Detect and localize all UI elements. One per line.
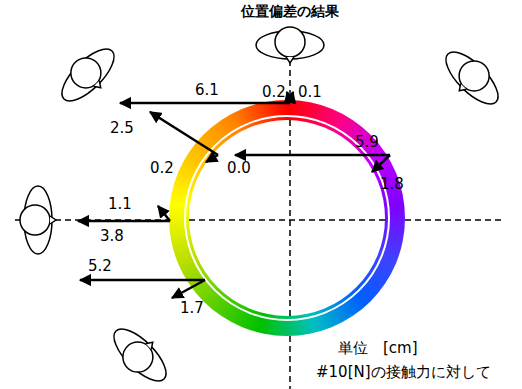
person-heads bbox=[20, 27, 509, 389]
deviation-arrows bbox=[78, 92, 390, 298]
ring-line bbox=[185, 116, 389, 320]
deviation-value: 5.9 bbox=[355, 134, 379, 151]
deviation-value: 5.2 bbox=[88, 258, 112, 275]
condition-note: #10[N]の接触力に対して bbox=[316, 364, 491, 381]
deviation-value: 0.1 bbox=[298, 84, 322, 101]
deviation-value: 2.5 bbox=[110, 120, 134, 137]
unit-note: 単位 [cm] bbox=[338, 340, 418, 357]
deviation-value: 6.1 bbox=[195, 82, 219, 99]
deviation-value: 1.8 bbox=[380, 176, 404, 193]
deviation-value: 1.1 bbox=[108, 196, 132, 213]
deviation-value: 0.2 bbox=[262, 84, 286, 101]
axes bbox=[15, 40, 505, 389]
deviation-value: 3.8 bbox=[100, 228, 124, 245]
deviation-value: 0.2 bbox=[150, 160, 174, 177]
deviation-value: 0.0 bbox=[227, 160, 251, 177]
deviation-value: 1.7 bbox=[180, 300, 204, 317]
figure-title: 位置偏差の結果 bbox=[241, 3, 339, 21]
